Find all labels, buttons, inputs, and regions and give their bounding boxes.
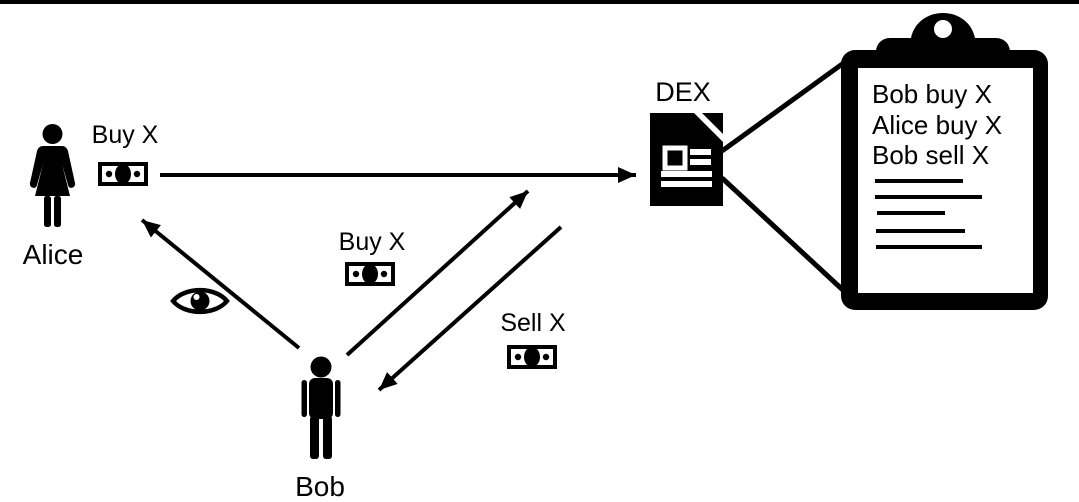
connector-dex-orderbook-top [720,59,847,154]
top-border-rule [0,0,1079,4]
bob-sell-label: Sell X [500,309,566,337]
man-icon [301,356,341,459]
bob-buy-label: Buy X [339,228,406,256]
document-icon [650,113,723,206]
bob-label: Bob [295,471,345,502]
woman-icon [29,124,76,227]
order-book-entries: Bob buy X Alice buy X Bob sell X [872,79,1002,170]
alice-buy-label: Buy X [92,121,159,149]
banknote-icon [98,162,148,186]
order-book-entry: Alice buy X [872,110,1002,140]
order-book-entry: Bob sell X [872,140,989,170]
arrow-bob-to-dex [345,189,530,357]
connector-dex-orderbook-bottom [720,176,847,294]
eye-icon [170,288,230,314]
banknote-icon [345,262,395,286]
order-book-entry: Bob buy X [872,79,992,109]
dex-label: DEX [655,77,711,107]
banknote-icon [507,345,557,369]
alice-label: Alice [23,239,84,270]
order-book-placeholder-lines [875,179,982,249]
arrow-dex-to-bob [377,225,563,392]
arrow-bob-observes-alice [140,218,301,350]
